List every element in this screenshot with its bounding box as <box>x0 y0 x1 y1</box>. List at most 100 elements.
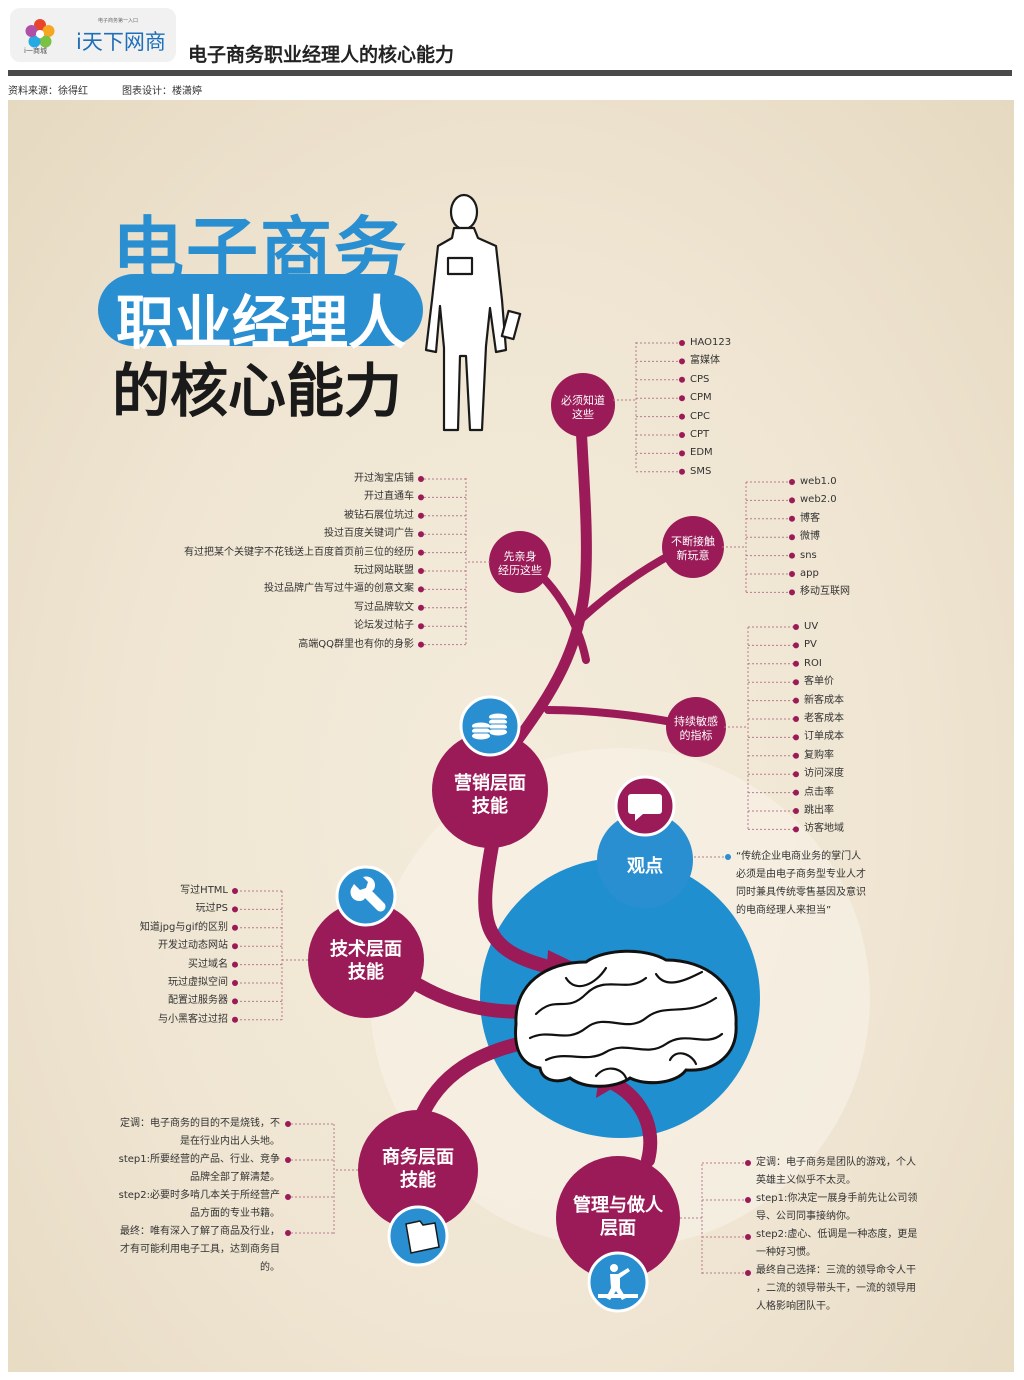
experience-bullet <box>418 568 424 574</box>
experience-item: 写过品牌软文 <box>354 601 414 613</box>
metrics-item: 点击率 <box>804 786 834 798</box>
metrics-bullet <box>793 789 799 796</box>
poster-title-line3: 的核心能力 <box>112 357 403 425</box>
experience-item: 投过百度关键词广告 <box>324 528 414 540</box>
designer-credit: 图表设计：楼潇婷 <box>122 86 202 97</box>
must-know-list: HAO123 富媒体 CPS CPM CPC CPT EDM SMS <box>690 334 731 481</box>
tech-bullet <box>232 924 238 931</box>
new-play-bullet <box>789 534 795 541</box>
must-know-bullet <box>679 468 685 475</box>
metrics-bullet <box>793 660 799 667</box>
must-know-bullet <box>679 358 685 365</box>
management-item: step2:虚心、低调是一种态度，更是 一种好习惯。 <box>756 1226 926 1262</box>
tech-node <box>308 902 424 1018</box>
new-play-item: 移动互联网 <box>800 586 850 598</box>
experience-bullet <box>418 623 424 630</box>
new-play-bullet <box>789 552 795 559</box>
management-item-line: step1:你决定一展身手前先让公司领 <box>756 1193 918 1204</box>
tech-bullet <box>232 980 238 986</box>
infographic-poster: 电子商务 职业经理人 的核心能力 必须知道 这些 先亲身 经历这些 不断接触 新… <box>8 100 1014 1372</box>
metrics-label-line2: 的指标 <box>679 729 713 742</box>
page-title: 电子商务职业经理人的核心能力 <box>188 44 455 66</box>
business-item: 定调：电子商务的目的不是烧钱，不 是在行业内出人头地。 <box>108 1115 280 1151</box>
logo-brand: i天下网商 <box>76 30 166 54</box>
metrics-item: PV <box>804 639 817 651</box>
tech-item: 配置过服务器 <box>168 995 228 1007</box>
experience-item: 被钻石展位坑过 <box>344 509 414 521</box>
management-item: 最终自己选择：三流的领导命令人干 ，二流的领导带头干，一流的领导用 人格影响团队… <box>756 1262 926 1316</box>
new-play-label-line2: 新玩意 <box>676 549 710 562</box>
business-label-line1: 商务层面 <box>382 1147 454 1168</box>
management-list: 定调：电子商务是团队的游戏，个人 英雄主义似乎不太灵。 step1:你决定一展身… <box>756 1154 926 1316</box>
must-know-label-line1: 必须知道 <box>561 394 605 407</box>
mind-map-graphic <box>232 193 870 1313</box>
must-know-bullet <box>679 432 685 438</box>
source-credit: 资料来源：徐得红 <box>8 86 88 97</box>
experience-bullet <box>418 549 424 556</box>
tech-item: 开发过动态网站 <box>158 940 228 952</box>
new-play-item: web2.0 <box>800 494 837 506</box>
quote-line: 同时兼具传统零售基因及意识 <box>736 887 866 898</box>
management-item-line: 最终自己选择：三流的领导命令人干 <box>756 1265 916 1276</box>
must-know-item: 富媒体 <box>690 355 720 367</box>
business-item: step1:所要经营的产品、行业、竞争 品牌全部了解清楚。 <box>108 1151 280 1187</box>
experience-item: 高端QQ群里也有你的身影 <box>298 638 414 650</box>
tech-item: 写过HTML <box>180 885 228 896</box>
experience-item: 论坛发过帖子 <box>354 620 414 632</box>
management-item: 定调：电子商务是团队的游戏，个人 英雄主义似乎不太灵。 <box>756 1154 926 1190</box>
experience-bullet <box>418 476 424 482</box>
metrics-bullet <box>793 808 799 814</box>
experience-item: 玩过网站联盟 <box>354 565 414 577</box>
metrics-item: 跳出率 <box>804 805 834 817</box>
new-play-item: web1.0 <box>800 476 837 487</box>
experience-node <box>489 531 551 593</box>
logo: i一商城 电子商务第一入口 i天下网商 <box>10 8 176 62</box>
business-node <box>358 1110 478 1230</box>
tech-label: 技术层面 技能 <box>306 938 426 984</box>
management-label-line2: 层面 <box>600 1218 636 1239</box>
business-item-line: step2:必要时多啃几本关于所经营产 <box>118 1190 280 1201</box>
experience-bullet <box>418 531 424 538</box>
metrics-item: 新客成本 <box>804 694 844 706</box>
metrics-item: UV <box>804 621 819 632</box>
presenter-icon <box>587 1251 649 1313</box>
experience-item: 开过淘宝店铺 <box>354 473 414 484</box>
logo-sub: i一商城 <box>24 47 47 55</box>
tech-bullet <box>232 998 238 1005</box>
tech-item: 玩过PS <box>195 903 228 915</box>
brain-icon <box>514 949 738 1088</box>
metrics-item: 老客成本 <box>804 713 844 725</box>
management-item-line: 导、公司同事接纳你。 <box>756 1211 856 1222</box>
metrics-bullet <box>793 826 799 833</box>
management-item: step1:你决定一展身手前先让公司领 导、公司同事接纳你。 <box>756 1190 926 1226</box>
experience-bullet <box>418 586 424 593</box>
tech-bullet <box>232 1016 238 1023</box>
must-know-item: CPT <box>690 429 710 441</box>
business-bullet <box>285 1194 291 1200</box>
must-know-item: SMS <box>690 465 712 477</box>
business-item-line: 才有可能利用电子工具，达到商务目 <box>120 1244 280 1255</box>
experience-item: 投过品牌广告写过牛逼的创意文案 <box>264 583 414 595</box>
coins-icon <box>459 695 521 757</box>
new-play-bullet <box>789 479 795 485</box>
metrics-item: 访问深度 <box>804 768 844 780</box>
must-know-label: 必须知道 这些 <box>543 394 623 422</box>
management-item-line: ，二流的领导带头干，一流的领导用 <box>756 1283 916 1294</box>
management-bullet <box>745 1160 751 1166</box>
new-play-bullet <box>789 515 795 522</box>
metrics-bullet <box>793 771 799 778</box>
must-know-bullet <box>679 450 685 457</box>
must-know-bullet <box>679 413 685 420</box>
folder-icon <box>387 1205 449 1267</box>
new-play-node <box>662 516 724 578</box>
business-bullet <box>285 1121 291 1127</box>
experience-item: 有过把某个关键字不花钱送上百度首页前三位的经历 <box>184 546 414 558</box>
poster-title-pill <box>98 274 423 346</box>
experience-label-line1: 先亲身 <box>503 550 537 563</box>
metrics-label: 持续敏感 的指标 <box>656 715 736 743</box>
viewpoint-bullet <box>725 854 731 860</box>
quote-line: 的电商经理人来担当” <box>736 905 832 916</box>
wrench-icon <box>335 865 397 927</box>
must-know-label-line2: 这些 <box>572 408 594 421</box>
business-label: 商务层面 技能 <box>358 1146 478 1192</box>
